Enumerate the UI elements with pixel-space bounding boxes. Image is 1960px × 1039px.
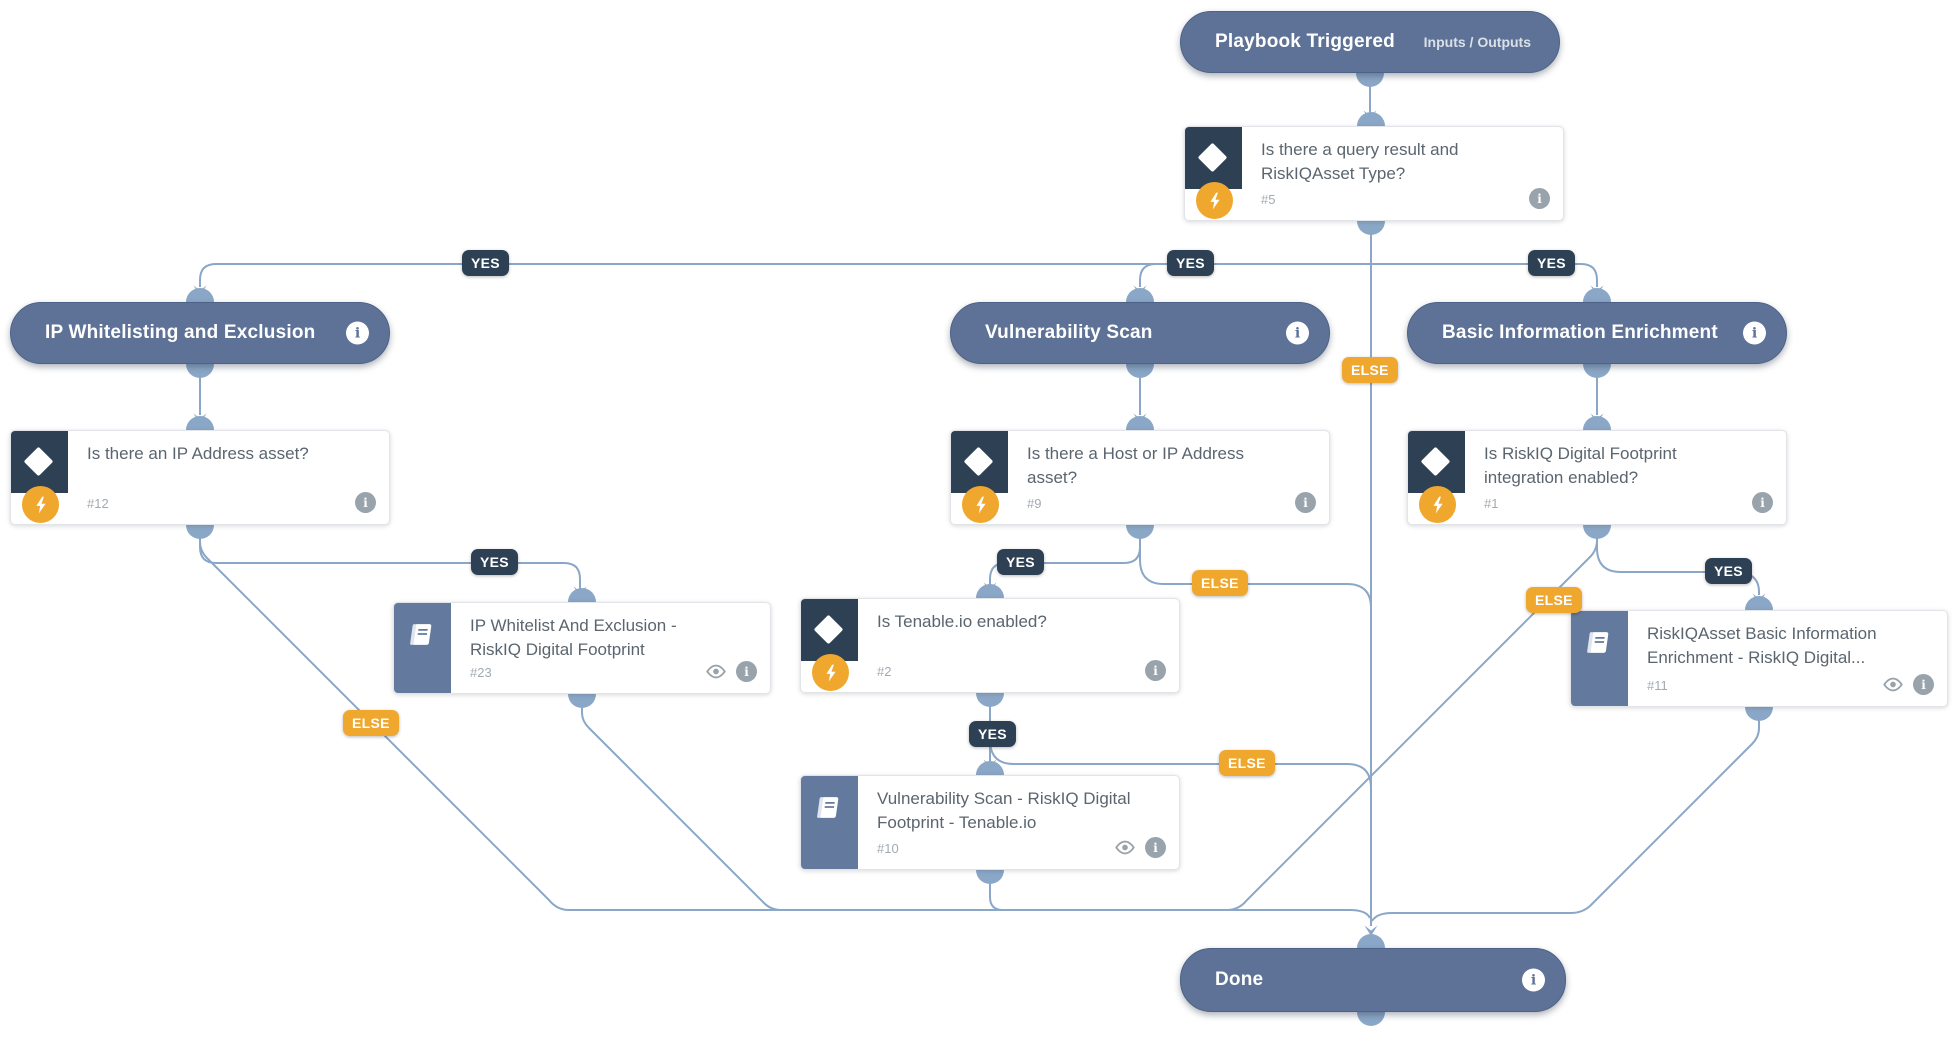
node-cond-ip-address-asset[interactable]: Is there an IP Address asset? #12 i xyxy=(10,430,390,525)
task-id: #12 xyxy=(87,496,109,511)
node-playbook-triggered[interactable]: Playbook Triggered Inputs / Outputs xyxy=(1180,11,1560,73)
edge-label-yes: YES xyxy=(969,721,1016,747)
edge-label-else: ELSE xyxy=(1219,750,1275,776)
node-title: Done xyxy=(1215,969,1264,990)
edge-cond1-else xyxy=(1218,525,1598,911)
node-pb-riskiqasset-enrichment[interactable]: RiskIQAsset Basic Information Enrichment… xyxy=(1570,610,1948,707)
task-title: Is there an IP Address asset? xyxy=(87,444,309,463)
node-cond-riskiq-integration[interactable]: Is RiskIQ Digital Footprint integration … xyxy=(1407,430,1787,525)
node-section-ip-whitelisting[interactable]: IP Whitelisting and Exclusion i xyxy=(10,302,390,364)
condition-icon xyxy=(1408,431,1465,493)
edge-branch-basic xyxy=(1371,263,1598,287)
task-id: #11 xyxy=(1647,678,1668,693)
edge-label-else: ELSE xyxy=(1192,570,1248,596)
automation-bolt-icon xyxy=(962,486,999,523)
node-section-basic-enrichment[interactable]: Basic Information Enrichment i xyxy=(1407,302,1787,364)
task-id: #9 xyxy=(1027,496,1042,511)
info-icon[interactable]: i xyxy=(736,661,757,682)
info-icon[interactable]: i xyxy=(1145,660,1166,681)
condition-icon xyxy=(801,599,858,661)
edge-cond9-else xyxy=(1139,525,1372,609)
edge-cond2-else xyxy=(989,693,1372,789)
task-id: #23 xyxy=(470,665,492,680)
node-cond-query-result[interactable]: Is there a query result and RiskIQAsset … xyxy=(1184,126,1564,221)
automation-bolt-icon xyxy=(1419,486,1456,523)
node-title: Vulnerability Scan xyxy=(985,322,1153,343)
task-title: RiskIQAsset Basic Information Enrichment… xyxy=(1647,624,1877,667)
info-icon[interactable]: i xyxy=(1286,321,1309,345)
task-id: #10 xyxy=(877,841,899,856)
automation-bolt-icon xyxy=(1196,182,1233,219)
info-icon[interactable]: i xyxy=(1522,968,1545,992)
info-icon[interactable]: i xyxy=(1145,837,1166,858)
edge-cond12-else xyxy=(199,525,1371,919)
condition-icon xyxy=(951,431,1008,493)
automation-bolt-icon xyxy=(812,654,849,691)
task-title: Is RiskIQ Digital Footprint integration … xyxy=(1484,444,1677,487)
info-icon[interactable]: i xyxy=(355,492,376,513)
info-icon[interactable]: i xyxy=(346,321,369,345)
task-title: Is there a Host or IP Address asset? xyxy=(1027,444,1245,487)
node-section-vulnerability-scan[interactable]: Vulnerability Scan i xyxy=(950,302,1330,364)
node-pb-vuln-scan-tenable[interactable]: Vulnerability Scan - RiskIQ Digital Foot… xyxy=(800,775,1180,870)
playbook-book-icon xyxy=(801,776,858,869)
condition-icon xyxy=(1185,127,1242,189)
task-title: IP Whitelist And Exclusion - RiskIQ Digi… xyxy=(470,616,677,659)
edge-pb23-out xyxy=(581,694,792,911)
connector-edges xyxy=(199,73,1760,926)
node-pb-ip-whitelist-exclusion[interactable]: IP Whitelist And Exclusion - RiskIQ Digi… xyxy=(393,602,771,694)
node-title: Playbook Triggered xyxy=(1215,31,1395,52)
edge-label-else: ELSE xyxy=(1342,357,1398,383)
node-cond-tenable-enabled[interactable]: Is Tenable.io enabled? #2 i xyxy=(800,598,1180,693)
edge-label-else: ELSE xyxy=(343,710,399,736)
node-title: Basic Information Enrichment xyxy=(1442,322,1718,343)
info-icon[interactable]: i xyxy=(1295,492,1316,513)
edge-label-yes: YES xyxy=(1528,250,1575,276)
playbook-book-icon xyxy=(1571,611,1628,706)
condition-icon xyxy=(11,431,68,493)
edge-label-yes: YES xyxy=(1167,250,1214,276)
edge-branch-vuln xyxy=(1139,263,1371,287)
edge-cond12-yes xyxy=(199,525,581,589)
playbook-book-icon xyxy=(394,603,451,693)
task-id: #5 xyxy=(1261,192,1276,207)
task-title: Is Tenable.io enabled? xyxy=(877,612,1047,631)
automation-bolt-icon xyxy=(22,486,59,523)
task-id: #1 xyxy=(1484,496,1499,511)
node-cond-host-or-ip-asset[interactable]: Is there a Host or IP Address asset? #9 … xyxy=(950,430,1330,525)
edge-cond1-yes xyxy=(1596,525,1760,595)
eye-icon[interactable] xyxy=(1882,677,1904,692)
node-title: IP Whitelisting and Exclusion xyxy=(45,322,316,343)
eye-icon[interactable] xyxy=(1114,840,1136,855)
inputs-outputs-link[interactable]: Inputs / Outputs xyxy=(1423,34,1531,50)
edge-label-yes: YES xyxy=(462,250,509,276)
node-done[interactable]: Done i xyxy=(1180,948,1566,1012)
info-icon[interactable]: i xyxy=(1743,321,1766,345)
edge-label-yes: YES xyxy=(471,549,518,575)
eye-icon[interactable] xyxy=(705,664,727,679)
edge-pb11-out xyxy=(1371,707,1760,922)
edge-label-yes: YES xyxy=(997,549,1044,575)
edge-pb10-out xyxy=(989,870,1012,911)
task-title: Is there a query result and RiskIQAsset … xyxy=(1261,140,1459,183)
task-title: Vulnerability Scan - RiskIQ Digital Foot… xyxy=(877,789,1131,832)
task-id: #2 xyxy=(877,664,892,679)
info-icon[interactable]: i xyxy=(1913,674,1934,695)
edge-branch-ip xyxy=(199,263,1371,287)
edge-label-yes: YES xyxy=(1705,558,1752,584)
info-icon[interactable]: i xyxy=(1529,188,1550,209)
edge-label-else: ELSE xyxy=(1526,587,1582,613)
info-icon[interactable]: i xyxy=(1752,492,1773,513)
